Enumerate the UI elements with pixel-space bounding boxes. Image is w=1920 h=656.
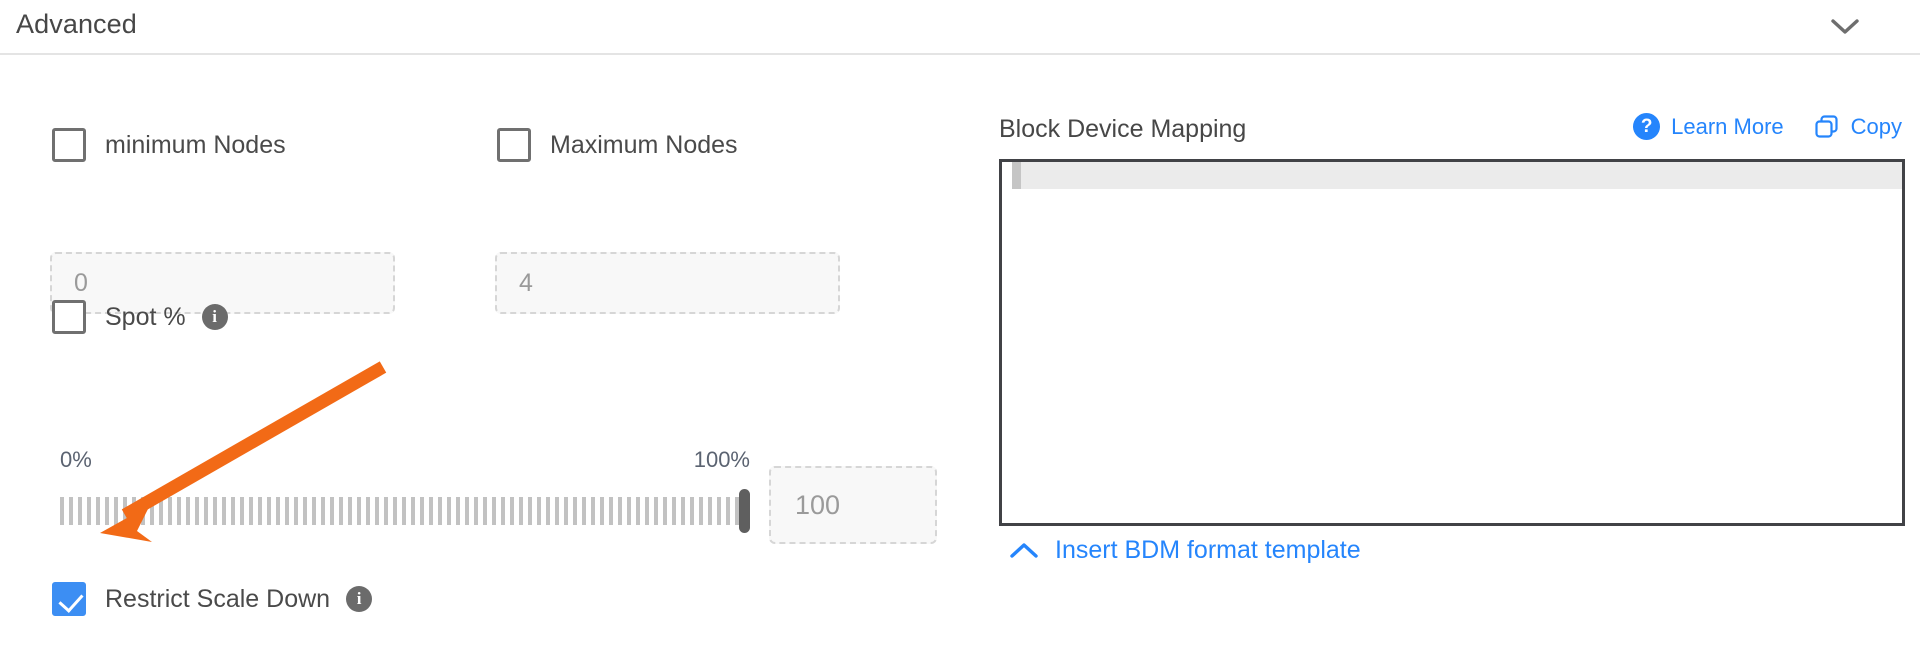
minimum-nodes-input-value: 0 bbox=[74, 268, 88, 297]
restrict-scale-down-row[interactable]: Restrict Scale Down i bbox=[52, 582, 373, 616]
slider-min-label: 0% bbox=[60, 447, 92, 472]
insert-bdm-template-label: Insert BDM format template bbox=[1055, 536, 1361, 564]
spot-percent-value-input[interactable]: 100 bbox=[769, 466, 937, 544]
chevron-down-icon bbox=[1831, 19, 1859, 34]
restrict-scale-down-label: Restrict Scale Down bbox=[105, 584, 331, 613]
chevron-up-icon bbox=[1010, 542, 1038, 558]
copy-button[interactable]: Copy bbox=[1814, 114, 1902, 140]
spot-percent-value: 100 bbox=[795, 489, 841, 520]
help-circle-icon: ? bbox=[1633, 113, 1661, 140]
minimum-nodes-checkbox-row[interactable]: minimum Nodes bbox=[52, 128, 286, 162]
copy-icon bbox=[1815, 114, 1838, 138]
learn-more-link[interactable]: ? Learn More bbox=[1633, 113, 1784, 140]
minimum-nodes-checkbox[interactable] bbox=[52, 128, 86, 162]
spot-percent-slider[interactable]: 0% 100% bbox=[60, 447, 750, 533]
learn-more-label: Learn More bbox=[1671, 113, 1784, 139]
restrict-scale-down-checkbox[interactable] bbox=[52, 582, 86, 616]
copy-label: Copy bbox=[1850, 113, 1902, 139]
maximum-nodes-checkbox-row[interactable]: Maximum Nodes bbox=[497, 128, 738, 162]
page-title: Advanced bbox=[16, 9, 137, 39]
scaling-options-column: minimum Nodes 0 Maximum Nodes 4 Spot % i… bbox=[0, 55, 960, 656]
block-device-mapping-column: Block Device Mapping ? Learn More Copy bbox=[995, 55, 1920, 656]
restrict-scale-down-info-icon[interactable]: i bbox=[346, 586, 373, 612]
collapse-section-button[interactable] bbox=[1822, 10, 1868, 44]
header-divider bbox=[0, 53, 1920, 55]
maximum-nodes-checkbox[interactable] bbox=[497, 128, 531, 162]
block-device-mapping-editor[interactable] bbox=[999, 159, 1905, 526]
maximum-nodes-input[interactable]: 4 bbox=[495, 252, 840, 314]
editor-gutter bbox=[1012, 162, 1021, 189]
slider-thumb[interactable] bbox=[739, 489, 750, 533]
slider-scale-labels: 0% 100% bbox=[60, 447, 750, 475]
block-device-mapping-actions: ? Learn More Copy bbox=[1633, 113, 1902, 140]
slider-track[interactable] bbox=[60, 497, 750, 525]
spot-percent-checkbox[interactable] bbox=[52, 300, 86, 334]
spot-percent-info-icon[interactable]: i bbox=[201, 304, 228, 330]
slider-max-label: 100% bbox=[693, 447, 750, 472]
maximum-nodes-label: Maximum Nodes bbox=[550, 130, 738, 159]
spot-percent-checkbox-row[interactable]: Spot % i bbox=[52, 300, 228, 334]
insert-bdm-template-link[interactable]: Insert BDM format template bbox=[1009, 536, 1361, 565]
spot-percent-label: Spot % bbox=[105, 302, 186, 331]
editor-active-line bbox=[1012, 162, 1902, 189]
advanced-section-header: Advanced bbox=[0, 0, 1920, 55]
block-device-mapping-title: Block Device Mapping bbox=[999, 115, 1247, 143]
maximum-nodes-input-value: 4 bbox=[519, 268, 533, 297]
minimum-nodes-label: minimum Nodes bbox=[105, 130, 286, 159]
editor-left-margin bbox=[1002, 162, 1012, 523]
